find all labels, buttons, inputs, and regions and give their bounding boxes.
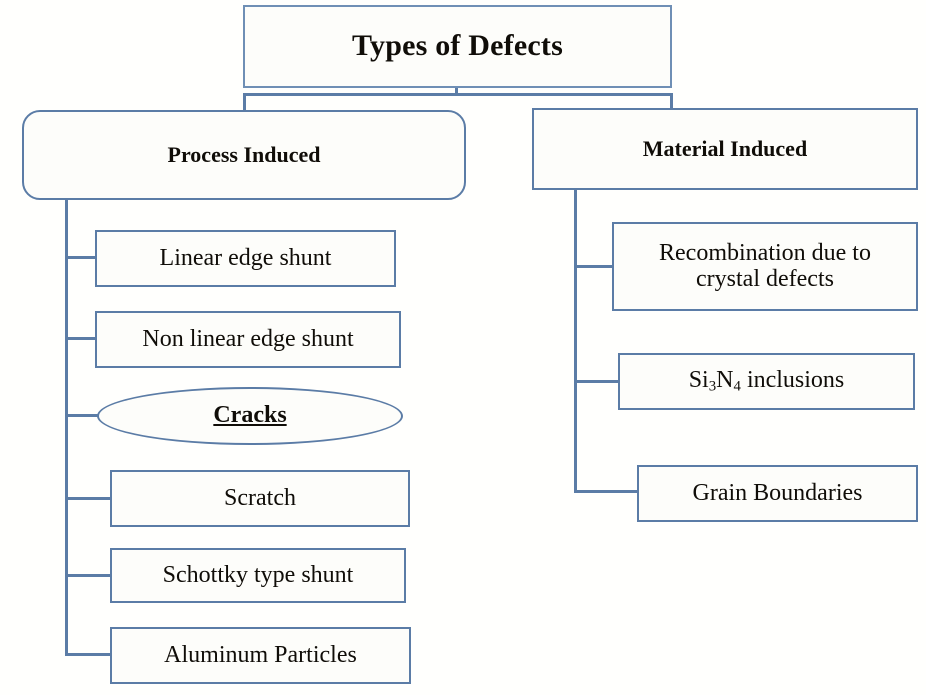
node-process-induced[interactable]: Process Induced <box>22 110 466 200</box>
node-grain-boundaries[interactable]: Grain Boundaries <box>637 465 918 522</box>
connector-root-bar <box>243 93 673 96</box>
node-linear-edge-shunt[interactable]: Linear edge shunt <box>95 230 396 287</box>
node-material-induced[interactable]: Material Induced <box>532 108 918 190</box>
node-label: Recombination due to crystal defects <box>659 239 871 292</box>
connector-right-trunk <box>574 188 577 493</box>
node-aluminum-particles[interactable]: Aluminum Particles <box>110 627 411 684</box>
connector-left-trunk <box>65 198 68 654</box>
node-label: Scratch <box>224 484 296 511</box>
node-label: Linear edge shunt <box>159 244 332 271</box>
connector-right-stub-2 <box>574 380 620 383</box>
node-label: Aluminum Particles <box>164 641 357 668</box>
node-non-linear-edge-shunt[interactable]: Non linear edge shunt <box>95 311 401 368</box>
node-label: Types of Defects <box>352 29 563 63</box>
connector-right-stub-1 <box>574 265 614 268</box>
connector-root-stub <box>455 86 458 96</box>
connector-right-stub-3 <box>574 490 639 493</box>
node-schottky-type-shunt[interactable]: Schottky type shunt <box>110 548 406 603</box>
node-types-of-defects[interactable]: Types of Defects <box>243 5 672 88</box>
formula-sub2: 4 <box>733 378 741 395</box>
formula-sub1: 3 <box>708 378 717 395</box>
node-label: Cracks <box>213 402 287 429</box>
node-label: Material Induced <box>642 136 808 162</box>
node-label: Grain Boundaries <box>692 479 863 506</box>
node-scratch[interactable]: Scratch <box>110 470 410 527</box>
node-recombination-crystal-defects[interactable]: Recombination due to crystal defects <box>612 222 918 311</box>
formula-pre: Si <box>688 367 709 394</box>
node-label: Process Induced <box>167 142 321 168</box>
connector-left-stub-2 <box>65 337 97 340</box>
connector-left-stub-3 <box>65 414 110 417</box>
connector-to-process-induced <box>243 93 246 113</box>
formula-post: inclusions <box>740 367 845 394</box>
connector-left-stub-4 <box>65 497 112 500</box>
node-si3n4-inclusions[interactable]: Si3N4 inclusions <box>618 353 915 410</box>
formula-mid: N <box>716 367 734 394</box>
connector-left-stub-1 <box>65 256 97 259</box>
connector-left-stub-5 <box>65 574 112 577</box>
node-label: Schottky type shunt <box>162 561 354 588</box>
connector-left-stub-6 <box>65 653 112 656</box>
node-label: Non linear edge shunt <box>142 325 354 352</box>
connector-to-material-induced <box>670 93 673 110</box>
node-cracks[interactable]: Cracks <box>97 387 403 445</box>
node-label-formula: Si3N4 inclusions <box>683 367 851 395</box>
